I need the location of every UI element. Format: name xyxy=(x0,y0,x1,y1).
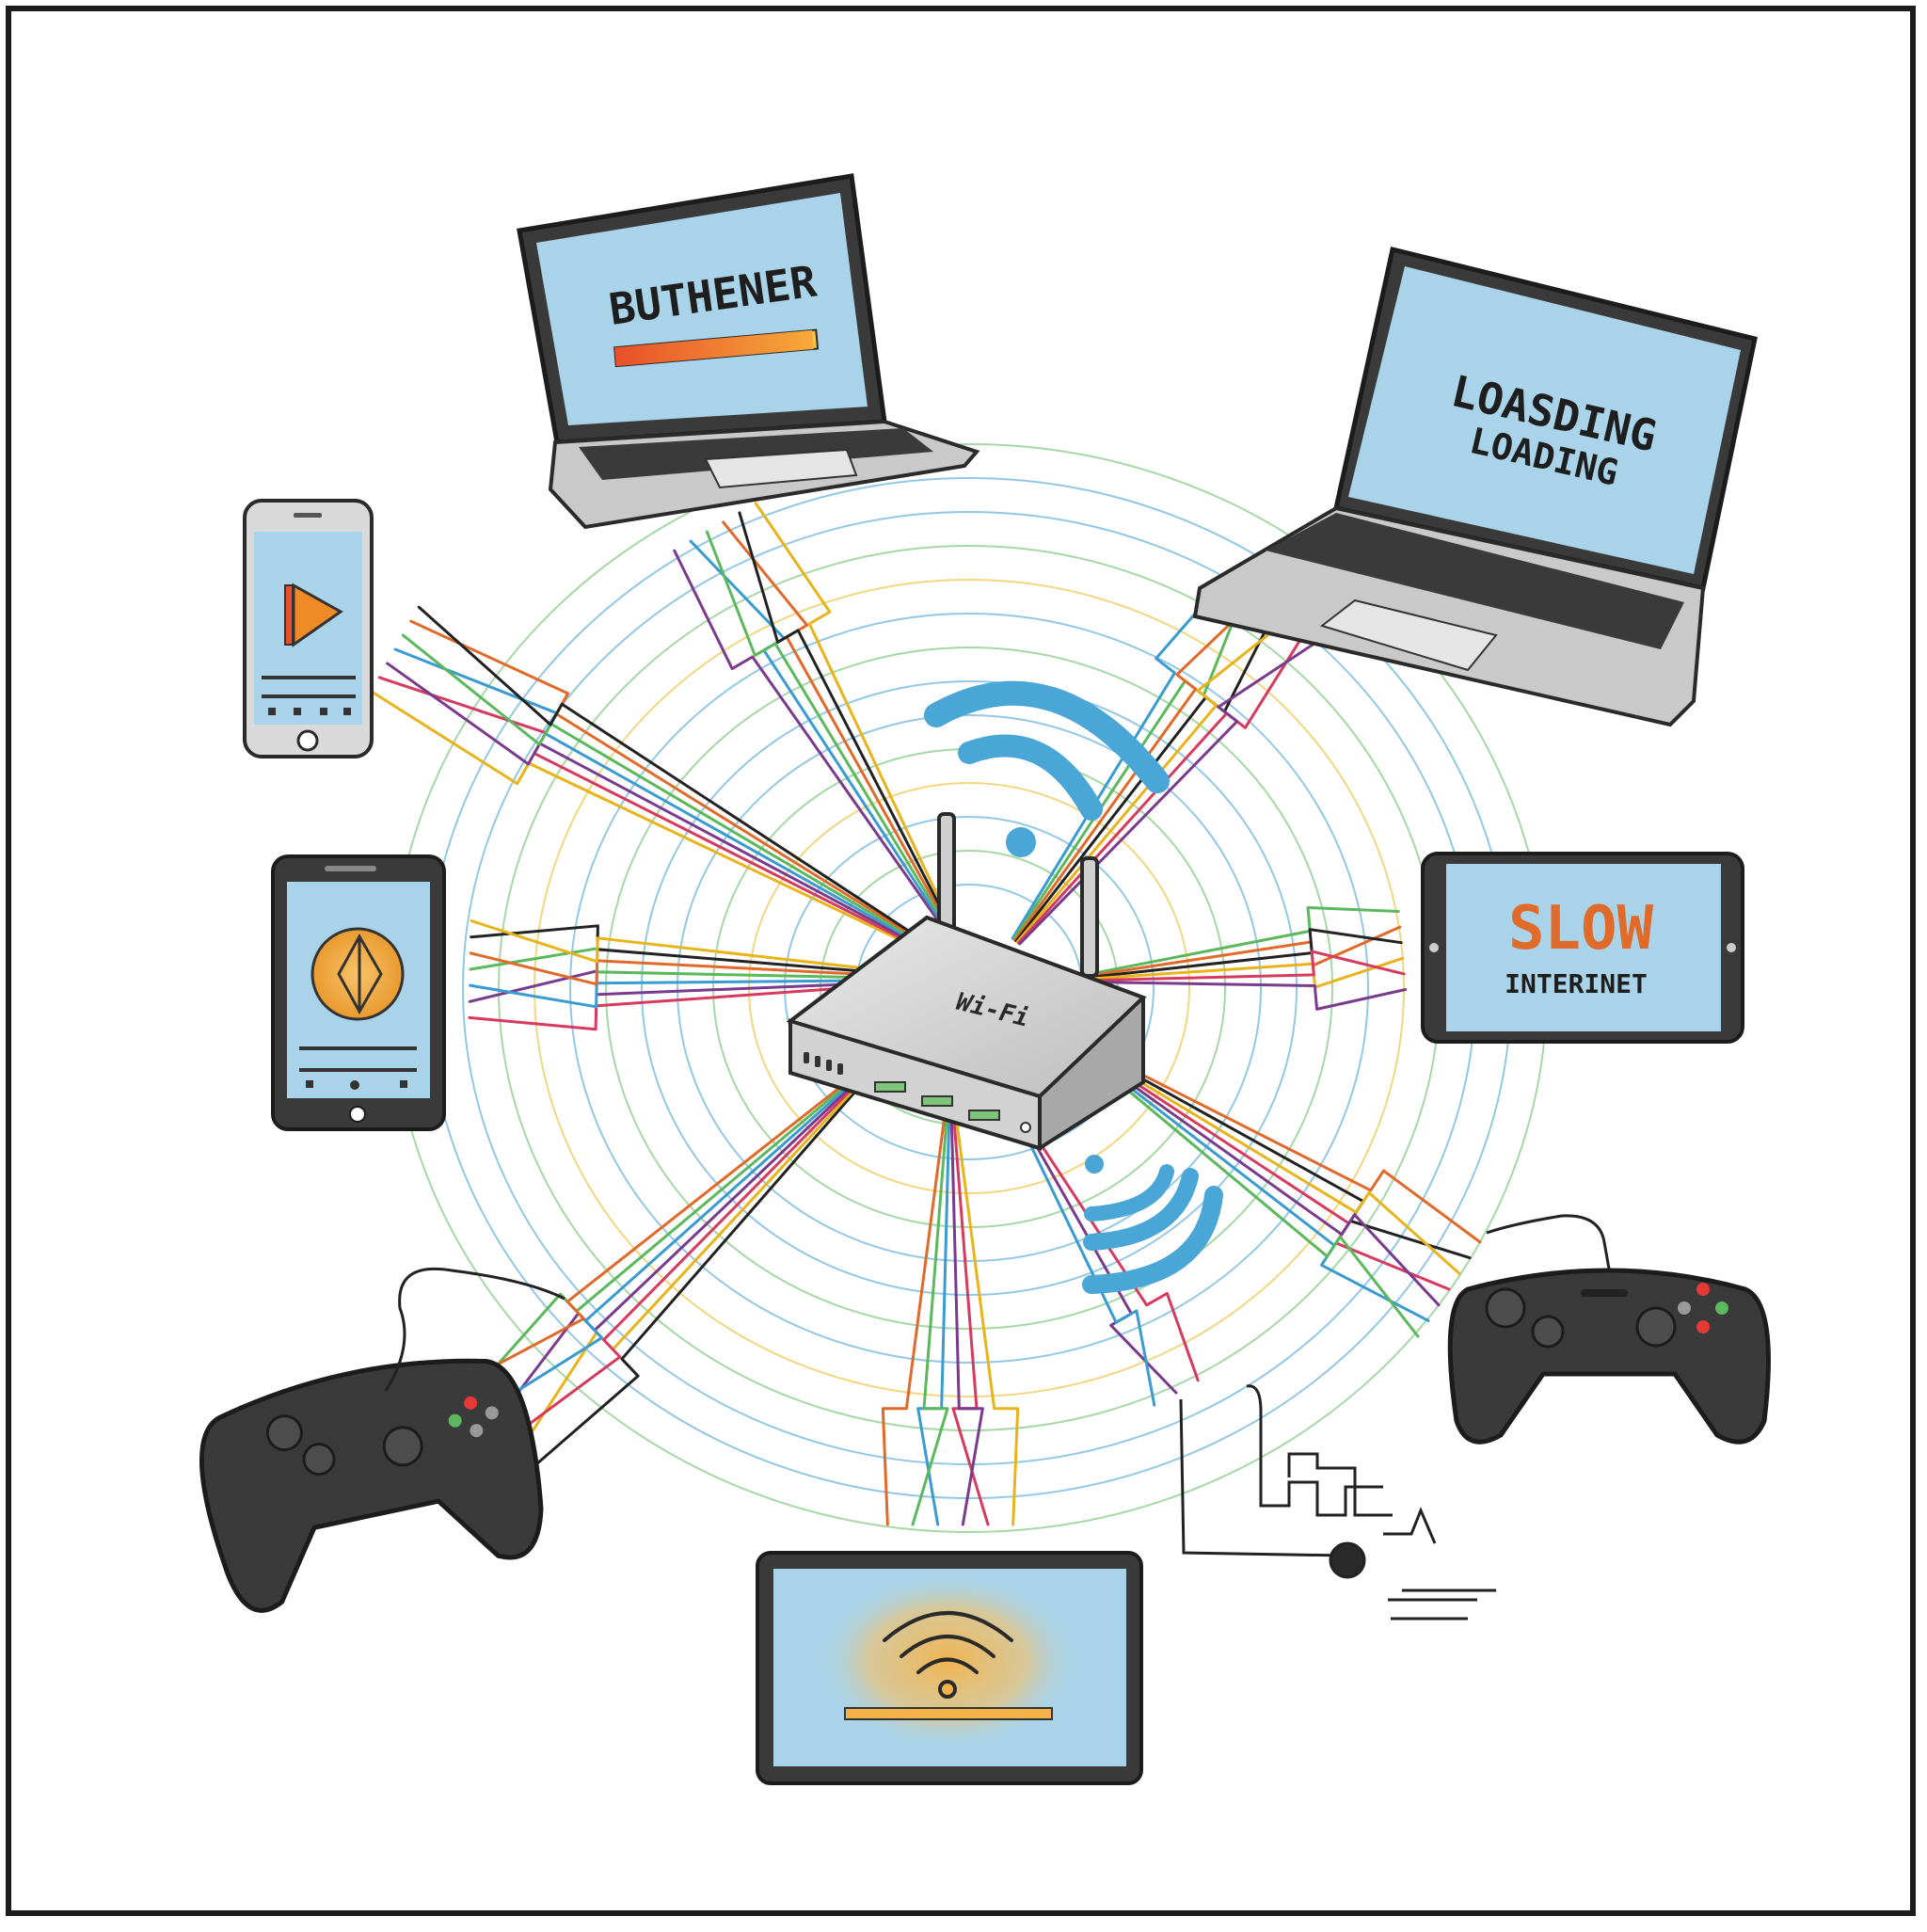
gamepad-cable xyxy=(1486,1214,1611,1269)
play-icon xyxy=(284,583,343,647)
connection-line xyxy=(1012,1110,1156,1407)
connection-line xyxy=(526,1074,870,1473)
wifi-icon xyxy=(883,1611,1013,1699)
connection-line xyxy=(722,520,953,934)
laptop-icon xyxy=(1192,246,1758,727)
connection-line xyxy=(738,511,954,933)
connection-line xyxy=(1091,1051,1461,1275)
connection-line xyxy=(949,1109,984,1526)
connection-line xyxy=(370,690,932,956)
connection-line xyxy=(1080,905,1400,978)
connection-line xyxy=(1087,1056,1420,1338)
signal-ring xyxy=(569,613,1369,1364)
connection-line xyxy=(754,502,955,932)
laptop-icon xyxy=(517,173,980,530)
connection-line xyxy=(953,1109,1020,1526)
connection-line xyxy=(377,676,932,954)
gamepad-icon xyxy=(199,1358,544,1613)
tablet-icon xyxy=(1421,852,1744,1044)
gamepad-cable xyxy=(384,1267,565,1392)
connection-line xyxy=(449,1068,865,1391)
laptop-left-progress-fill xyxy=(614,329,814,367)
router-icon xyxy=(786,812,1147,1151)
connection-line xyxy=(461,1069,866,1405)
connection-line xyxy=(1016,1108,1200,1382)
wifi-icon xyxy=(1082,1155,1223,1294)
connection-line xyxy=(1080,928,1403,980)
tablet-right-screen-line1: SLOW xyxy=(1508,894,1654,964)
signal-ring xyxy=(677,714,1262,1262)
connection-line xyxy=(468,981,924,1031)
connection-line xyxy=(469,978,924,1009)
connection-line xyxy=(1015,612,1297,944)
connection-line xyxy=(514,1073,869,1460)
tablet-right-screen-line2: INTERINET xyxy=(1505,968,1648,999)
connection-line xyxy=(673,549,949,935)
connection-line xyxy=(1013,589,1266,942)
wifi-icon xyxy=(924,680,1170,857)
connection-line xyxy=(881,1109,948,1526)
connection-line xyxy=(1080,950,1406,982)
play-icon xyxy=(311,927,405,1021)
connection-line xyxy=(911,1109,949,1526)
connection-line xyxy=(1089,1053,1441,1307)
connection-line xyxy=(1014,1109,1178,1395)
connection-line xyxy=(386,662,932,953)
gamepad-icon xyxy=(1447,1268,1771,1445)
tv-icon xyxy=(756,1551,1143,1785)
connection-line xyxy=(1080,980,1408,1011)
connection-line xyxy=(705,530,951,934)
connection-line xyxy=(1090,1052,1451,1291)
connection-line xyxy=(401,633,934,951)
connection-line xyxy=(470,919,924,977)
connection-line xyxy=(469,951,924,986)
connection-line xyxy=(474,1070,867,1418)
signal-ring xyxy=(534,579,1405,1397)
cable-plug-icon xyxy=(1179,1384,1496,1621)
connection-line xyxy=(1018,635,1326,946)
connection-line xyxy=(417,605,935,949)
connection-line xyxy=(501,1072,868,1445)
connection-line xyxy=(1092,1048,1482,1244)
